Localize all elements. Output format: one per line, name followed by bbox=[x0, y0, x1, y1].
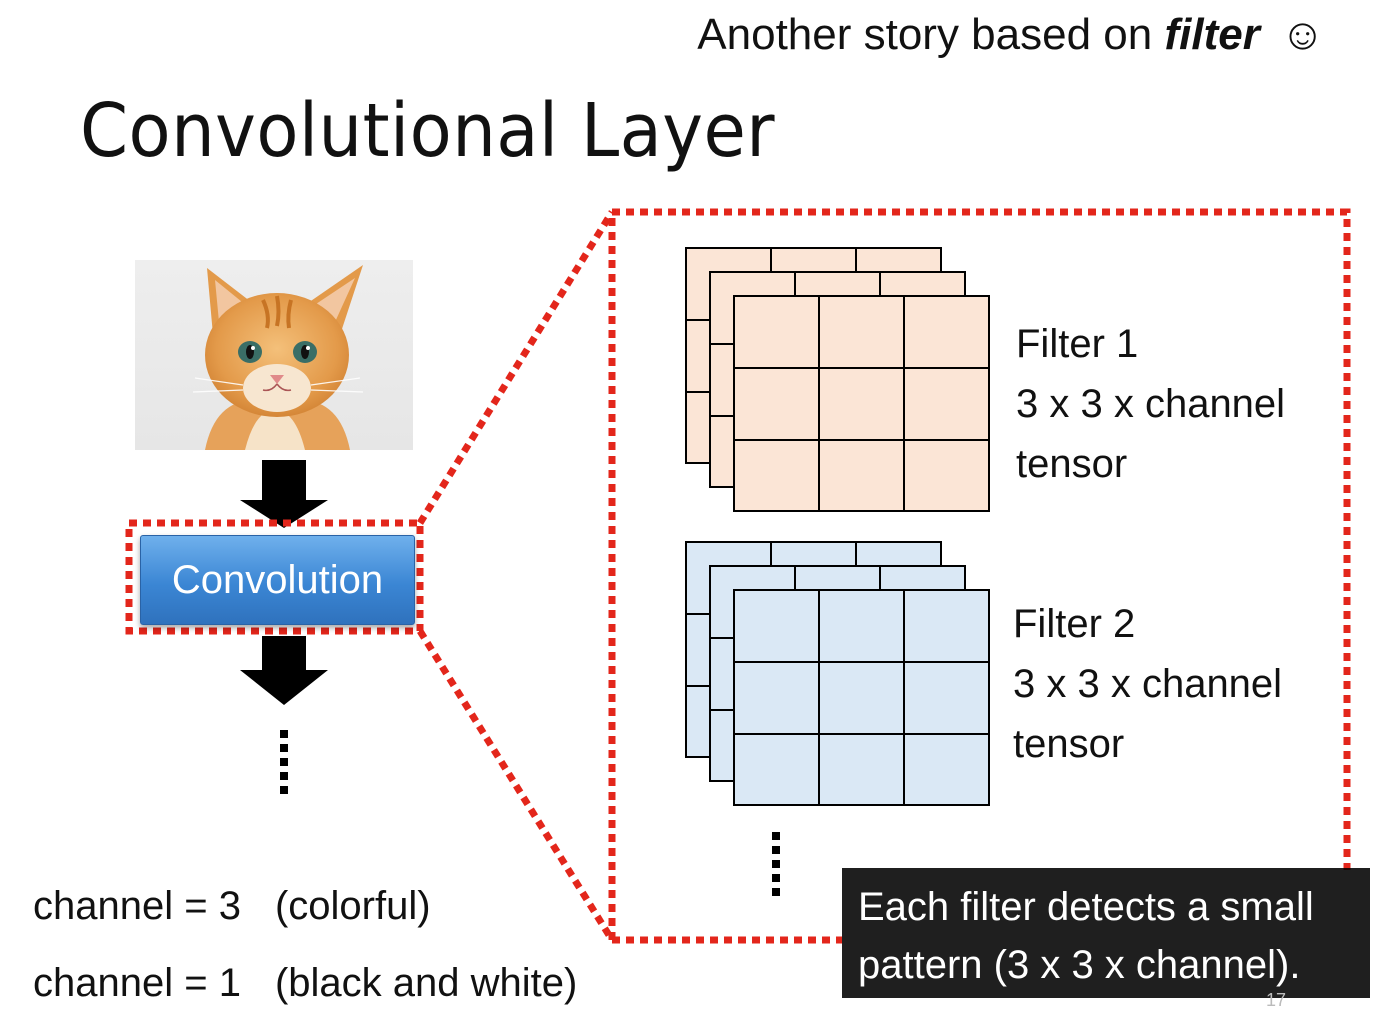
smiley-icon: ☺ bbox=[1280, 10, 1325, 59]
filter-2-label-group: Filter 2 3 x 3 x channel tensor bbox=[1013, 594, 1282, 774]
filter-1-type: tensor bbox=[1016, 442, 1128, 486]
zoom-connector-bottom bbox=[417, 629, 615, 942]
slide-title: Convolutional Layer bbox=[80, 88, 776, 174]
cat-image bbox=[135, 260, 413, 450]
filter-1-label-group: Filter 1 3 x 3 x channel tensor bbox=[1016, 314, 1285, 494]
channel-line-colorful: channel = 3 (colorful) bbox=[33, 884, 431, 929]
caption-line-1: Each filter detects a small bbox=[858, 885, 1314, 929]
channel-note: (colorful) bbox=[274, 884, 431, 928]
channel-note: (black and white) bbox=[274, 961, 578, 1005]
filter-1-stack bbox=[685, 247, 990, 512]
filter-2-type: tensor bbox=[1013, 722, 1125, 766]
convolution-highlight-frame bbox=[125, 519, 424, 635]
filter-1-name: Filter 1 bbox=[1016, 322, 1139, 366]
vertical-ellipsis-icon bbox=[280, 730, 288, 794]
convolution-button: Convolution bbox=[140, 535, 415, 625]
down-arrow-icon bbox=[240, 460, 328, 528]
filter-1-shape: 3 x 3 x channel bbox=[1016, 382, 1286, 426]
caption-line-2: pattern (3 x 3 x channel). bbox=[858, 943, 1301, 987]
vertical-ellipsis-icon bbox=[772, 832, 780, 896]
filter-2-name: Filter 2 bbox=[1013, 602, 1136, 646]
filter-2-stack bbox=[685, 541, 990, 806]
channel-line-bw: channel = 1 (black and white) bbox=[33, 961, 577, 1006]
cat-illustration bbox=[192, 265, 364, 450]
subtitle-text: Another story based on bbox=[697, 10, 1153, 59]
subtitle-caption: Each filter detects a small pattern (3 x… bbox=[842, 868, 1370, 998]
slide-number: 17 bbox=[1266, 990, 1287, 1010]
filter-2-shape: 3 x 3 x channel bbox=[1013, 662, 1283, 706]
channel-label: channel = 1 bbox=[33, 961, 241, 1005]
zoom-frame bbox=[608, 208, 1351, 940]
slide-subtitle: Another story based on filter ☺ bbox=[697, 10, 1325, 60]
zoom-connector-top bbox=[417, 210, 615, 525]
channel-label: channel = 3 bbox=[33, 884, 241, 928]
down-arrow-icon bbox=[240, 636, 328, 705]
subtitle-keyword: filter bbox=[1164, 10, 1260, 59]
